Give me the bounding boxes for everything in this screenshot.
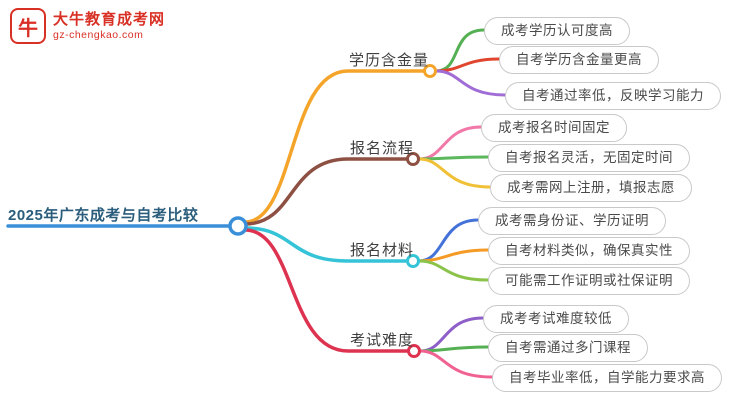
leaf-node: 自考报名灵活，无固定时间 bbox=[488, 144, 690, 172]
connector-leaf-2-3 bbox=[417, 157, 492, 189]
leaf-node: 自考学历含金量更高 bbox=[499, 46, 659, 74]
connector-leaf-3-3 bbox=[417, 259, 490, 282]
leaf-node: 可能需工作证明或社保证明 bbox=[488, 267, 690, 295]
branch-3-node-circle bbox=[406, 254, 420, 268]
root-node-circle bbox=[228, 216, 248, 236]
leaf-node: 自考通过率低，反映学习能力 bbox=[505, 82, 721, 110]
leaf-node: 成考需网上注册，填报志愿 bbox=[490, 174, 692, 202]
logo-text-block: 大牛教育成考网 gz-chengkao.com bbox=[53, 11, 165, 40]
connector-branch-4 bbox=[243, 228, 410, 353]
connector-branch-3 bbox=[243, 226, 409, 263]
branch-1-node-circle bbox=[423, 64, 437, 78]
connector-leaf-3-2 bbox=[417, 248, 490, 263]
connector-leaf-1-3 bbox=[434, 69, 507, 97]
leaf-node: 成考报名时间固定 bbox=[481, 114, 627, 142]
connector-leaf-1-2 bbox=[434, 57, 501, 73]
branch-label-3: 报名材料 bbox=[350, 242, 415, 259]
branch-2-node-circle bbox=[406, 152, 420, 166]
leaf-node: 自考材料类似，确保真实性 bbox=[488, 237, 690, 265]
leaf-node: 成考需身份证、学历证明 bbox=[478, 207, 666, 235]
connector-leaf-2-1 bbox=[417, 125, 483, 161]
branch-label-1: 学历含金量 bbox=[349, 52, 430, 69]
brand-name: 大牛教育成考网 bbox=[53, 11, 166, 29]
brand-domain: gz-chengkao.com bbox=[53, 28, 144, 41]
branch-label-2: 报名流程 bbox=[350, 140, 415, 157]
leaf-node: 自考需通过多门课程 bbox=[488, 334, 648, 362]
root-node-label: 2025年广东成考与自考比较 bbox=[8, 207, 199, 224]
bull-icon: 牛 bbox=[10, 8, 46, 44]
connector-branch-1 bbox=[243, 69, 426, 224]
leaf-node: 自考毕业率低，自学能力要求高 bbox=[492, 364, 722, 392]
leaf-node: 成考学历认可度高 bbox=[484, 17, 630, 45]
connector-branch-2 bbox=[243, 157, 409, 226]
branch-label-4: 考试难度 bbox=[350, 332, 415, 349]
connector-leaf-4-3 bbox=[418, 349, 494, 379]
leaf-node: 成考考试难度较低 bbox=[483, 305, 629, 333]
branch-4-node-circle bbox=[407, 344, 421, 358]
site-logo: 牛 大牛教育成考网 gz-chengkao.com bbox=[10, 8, 165, 44]
